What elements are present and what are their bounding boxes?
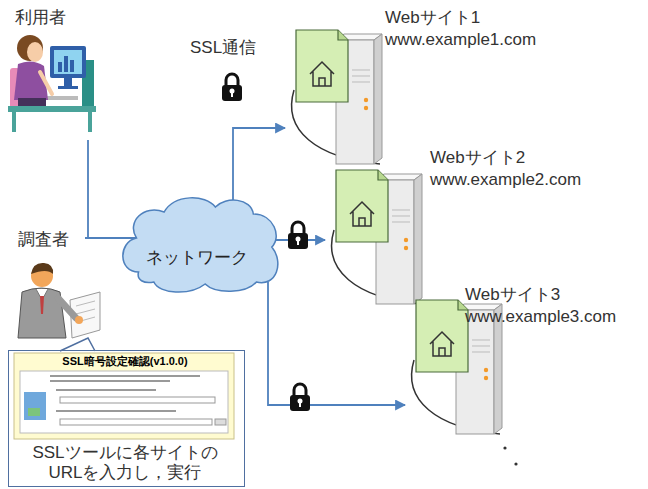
site-url: www.example1.com — [385, 30, 536, 50]
role-label: 利用者 — [15, 8, 66, 28]
tool-screenshot — [56, 389, 156, 391]
user-figure — [88, 112, 92, 132]
user-figure — [40, 72, 52, 94]
site-url: www.example2.com — [430, 170, 581, 190]
ssl-locks — [290, 384, 310, 411]
web-servers — [292, 30, 382, 164]
text-slot: SSLツールに各サイトのURLを入力し，実行 — [17, 443, 233, 482]
investigator-figure — [18, 263, 100, 338]
ssl-locks — [288, 222, 308, 249]
text-slot: 利用者 — [15, 8, 66, 28]
investigator-figure — [76, 309, 95, 314]
tool-screenshot — [56, 410, 176, 412]
continuation-dots — [514, 462, 517, 465]
site-url: www.example3.com — [465, 307, 616, 327]
text-slot: SSL通信 — [188, 38, 258, 58]
site-name: Webサイト3 — [465, 285, 560, 305]
text-slot: www.example3.com — [465, 307, 616, 327]
text-slot: SSL暗号設定確認(v1.0.0) — [9, 355, 241, 368]
website-node: Webサイト3www.example3.com — [405, 285, 640, 430]
website-node: Webサイト2www.example2.com — [325, 148, 586, 293]
network-cloud: ネットワーク — [118, 192, 280, 292]
callout-bubble — [8, 350, 240, 486]
network-label: ネットワーク — [118, 248, 276, 268]
investigator-node: 調査者 — [12, 228, 85, 345]
callout-caption: SSLツールに各サイトのURLを入力し，実行 — [17, 443, 233, 482]
tool-screenshot — [215, 419, 226, 425]
site-name: Webサイト1 — [385, 8, 480, 28]
text-slot: www.example2.com — [430, 170, 581, 190]
tool-screenshot — [50, 380, 170, 382]
investigator-figure — [40, 296, 44, 314]
text-slot: ネットワーク — [118, 248, 276, 268]
investigator-figure — [58, 298, 76, 318]
user-node: 利用者 — [5, 5, 100, 140]
text-slot: Webサイト1 — [385, 8, 480, 28]
user-figure — [70, 60, 74, 72]
tool-title: SSL暗号設定確認(v1.0.0) — [9, 355, 241, 368]
website-node: Webサイト1www.example1.com — [285, 8, 545, 168]
tool-screenshot — [28, 408, 40, 416]
user-figure — [50, 46, 86, 78]
continuation-dots — [503, 446, 517, 465]
user-figure — [64, 78, 72, 86]
user-figure — [18, 98, 46, 106]
tool-screenshot — [50, 375, 200, 377]
user-figure — [54, 50, 82, 74]
tool-screenshot — [20, 371, 228, 433]
edge-label: SSL通信 — [188, 38, 258, 58]
investigator-figure — [75, 316, 83, 324]
user-figure — [64, 56, 68, 72]
site-name: Webサイト2 — [430, 148, 525, 168]
investigator-figure — [31, 263, 53, 274]
investigator-figure — [76, 301, 95, 306]
text-slot: Webサイト2 — [430, 148, 525, 168]
user-figure — [17, 35, 43, 61]
callout-box: SSL暗号設定確認(v1.0.0) SSLツールに各サイトのURLを入力し，実行 — [8, 350, 245, 487]
user-figure — [27, 42, 43, 62]
user-figure — [58, 62, 62, 72]
user-figure — [46, 96, 78, 100]
callout-bubble — [8, 338, 240, 486]
user-figure — [8, 106, 96, 112]
tool-screenshot — [24, 392, 46, 420]
cloud-shape — [118, 192, 280, 292]
ssl-locks — [222, 74, 242, 101]
text-slot: www.example1.com — [385, 30, 536, 50]
cloud-outline — [123, 198, 278, 292]
tool-screenshot — [60, 419, 212, 425]
continuation-dots — [503, 446, 506, 449]
web-servers — [332, 170, 422, 304]
network-link — [88, 140, 138, 238]
tool-screenshot — [60, 397, 215, 403]
network-link — [85, 237, 138, 239]
network-link — [233, 128, 285, 204]
user-figure — [12, 112, 16, 132]
web-servers — [292, 30, 502, 434]
text-slot: 調査者 — [18, 230, 69, 250]
text-slot: Webサイト3 — [465, 285, 560, 305]
user-figure — [8, 35, 96, 132]
user-figure — [58, 86, 78, 89]
role-label: 調査者 — [18, 230, 69, 250]
